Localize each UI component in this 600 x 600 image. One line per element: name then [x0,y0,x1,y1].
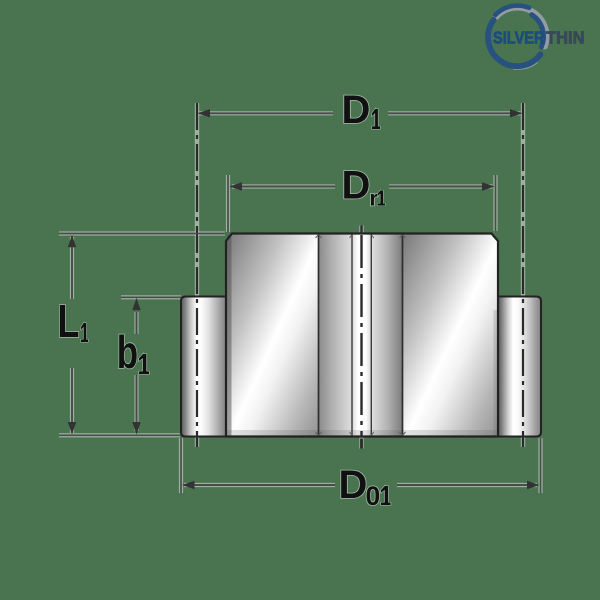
svg-text:r: r [370,187,379,211]
svg-text:D: D [339,463,368,507]
svg-text:D: D [342,164,371,208]
svg-text:L: L [58,296,80,347]
svg-text:THIN: THIN [546,28,585,48]
svg-text:b: b [117,326,138,378]
svg-text:SILVER: SILVER [493,28,545,48]
svg-text:0: 0 [366,481,381,511]
svg-text:D: D [342,88,371,132]
